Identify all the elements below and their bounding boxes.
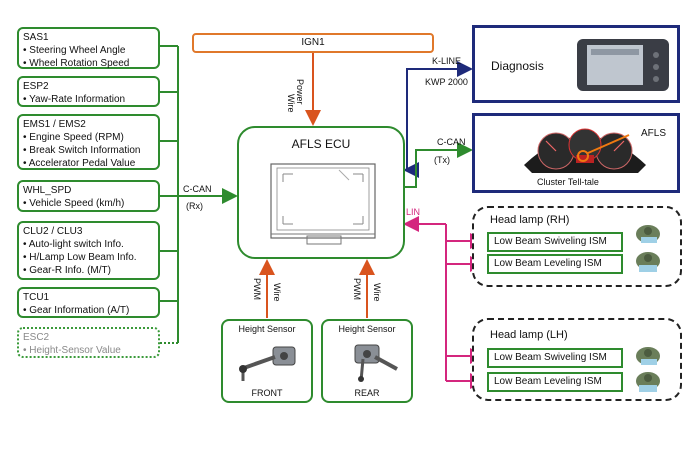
diagnostic-tester-icon bbox=[577, 39, 669, 91]
height-sensor-rear: Height Sensor REAR bbox=[321, 319, 413, 403]
lin-label: LIN bbox=[406, 207, 421, 217]
ism-lh-swiveling: Low Beam Swiveling ISM bbox=[487, 348, 623, 368]
k-line-label: K-LINE bbox=[432, 56, 462, 66]
afls-pointer-icon bbox=[577, 134, 630, 162]
signal-item: Break Switch Information bbox=[23, 144, 154, 157]
k-line bbox=[403, 61, 473, 178]
headlamp-lh-title: Head lamp (LH) bbox=[490, 329, 568, 341]
cluster-box: AFLS Cluster Tell-tale bbox=[472, 113, 680, 193]
signal-box-tcu1: TCU1 Gear Information (A/T) bbox=[17, 287, 160, 318]
ism-lh-leveling: Low Beam Leveling ISM bbox=[487, 372, 623, 392]
signal-item: Wheel Rotation Speed bbox=[23, 57, 154, 70]
power-label: Power bbox=[295, 79, 305, 105]
c-can-rx-label: C-CAN bbox=[183, 184, 212, 194]
height-sensor-rear-icon bbox=[354, 344, 398, 382]
ecu-housing-icon bbox=[270, 163, 376, 245]
signal-item: H/Lamp Low Beam Info. bbox=[23, 251, 154, 264]
rx-label: (Rx) bbox=[186, 201, 203, 211]
height-sensor-front-icon bbox=[239, 346, 296, 381]
kwp2000-label: KWP 2000 bbox=[425, 77, 468, 87]
leveling-actuator-icon bbox=[636, 372, 660, 392]
signal-title: ESP2 bbox=[23, 81, 49, 92]
pwm-front-label: PWM bbox=[252, 278, 262, 300]
signal-item: Height-Sensor Value bbox=[23, 344, 154, 357]
wire-rear-label: Wire bbox=[372, 283, 382, 302]
signal-box-ems: EMS1 / EMS2 Engine Speed (RPM) Break Swi… bbox=[17, 114, 160, 170]
sensor-title: Height Sensor bbox=[338, 324, 396, 334]
sensor-position: FRONT bbox=[251, 388, 283, 398]
signal-title: SAS1 bbox=[23, 32, 49, 43]
signal-item: Accelerator Pedal Value bbox=[23, 157, 154, 170]
ign1-box: IGN1 bbox=[192, 33, 434, 53]
height-sensor-front: Height Sensor FRONT bbox=[221, 319, 313, 403]
c-can-tx-label: C-CAN bbox=[437, 137, 466, 147]
pwm-rear-label: PWM bbox=[352, 278, 362, 300]
cluster-caption: Cluster Tell-tale bbox=[537, 177, 599, 187]
signal-title: TCU1 bbox=[23, 292, 50, 303]
sensor-position: REAR bbox=[354, 388, 380, 398]
afls-ecu: AFLS ECU bbox=[237, 126, 405, 259]
ecu-title: AFLS ECU bbox=[291, 137, 351, 151]
signal-item: Auto-light switch Info. bbox=[23, 238, 154, 251]
afls-tag: AFLS bbox=[641, 128, 667, 139]
signal-title: ESC2 bbox=[23, 332, 50, 343]
signal-item: Vehicle Speed (km/h) bbox=[23, 197, 154, 210]
signal-box-whl-spd: WHL_SPD Vehicle Speed (km/h) bbox=[17, 180, 160, 212]
diagnosis-label: Diagnosis bbox=[491, 59, 544, 73]
signal-item: Steering Wheel Angle bbox=[23, 44, 154, 57]
signal-box-sas1: SAS1 Steering Wheel Angle Wheel Rotation… bbox=[17, 27, 160, 69]
swivel-actuator-icon bbox=[636, 347, 660, 365]
signal-box-esp2: ESP2 Yaw-Rate Information bbox=[17, 76, 160, 107]
signal-item: Gear Information (A/T) bbox=[23, 304, 154, 317]
c-can-rx-bus bbox=[160, 45, 238, 344]
signal-title: CLU2 / CLU3 bbox=[23, 226, 83, 237]
diagnosis-box: Diagnosis bbox=[472, 25, 680, 103]
signal-title: EMS1 / EMS2 bbox=[23, 119, 86, 130]
ism-rh-leveling: Low Beam Leveling ISM bbox=[487, 254, 623, 274]
signal-item: Engine Speed (RPM) bbox=[23, 131, 154, 144]
instrument-cluster-icon bbox=[524, 128, 646, 173]
headlamp-rh-title: Head lamp (RH) bbox=[490, 214, 570, 226]
signal-item: Gear-R Info. (M/T) bbox=[23, 264, 154, 277]
ism-rh-swiveling: Low Beam Swiveling ISM bbox=[487, 232, 623, 252]
swivel-actuator-icon bbox=[636, 225, 660, 243]
sensor-title: Height Sensor bbox=[238, 324, 296, 334]
signal-box-esc2: ESC2 Height-Sensor Value bbox=[17, 327, 160, 358]
signal-box-clu: CLU2 / CLU3 Auto-light switch Info. H/La… bbox=[17, 221, 160, 280]
c-can-tx-line bbox=[405, 142, 473, 188]
signal-title: WHL_SPD bbox=[23, 185, 72, 196]
tx-label: (Tx) bbox=[434, 155, 450, 165]
leveling-actuator-icon bbox=[636, 252, 660, 272]
signal-item: Yaw-Rate Information bbox=[23, 93, 154, 106]
wire-front-label: Wire bbox=[272, 283, 282, 302]
